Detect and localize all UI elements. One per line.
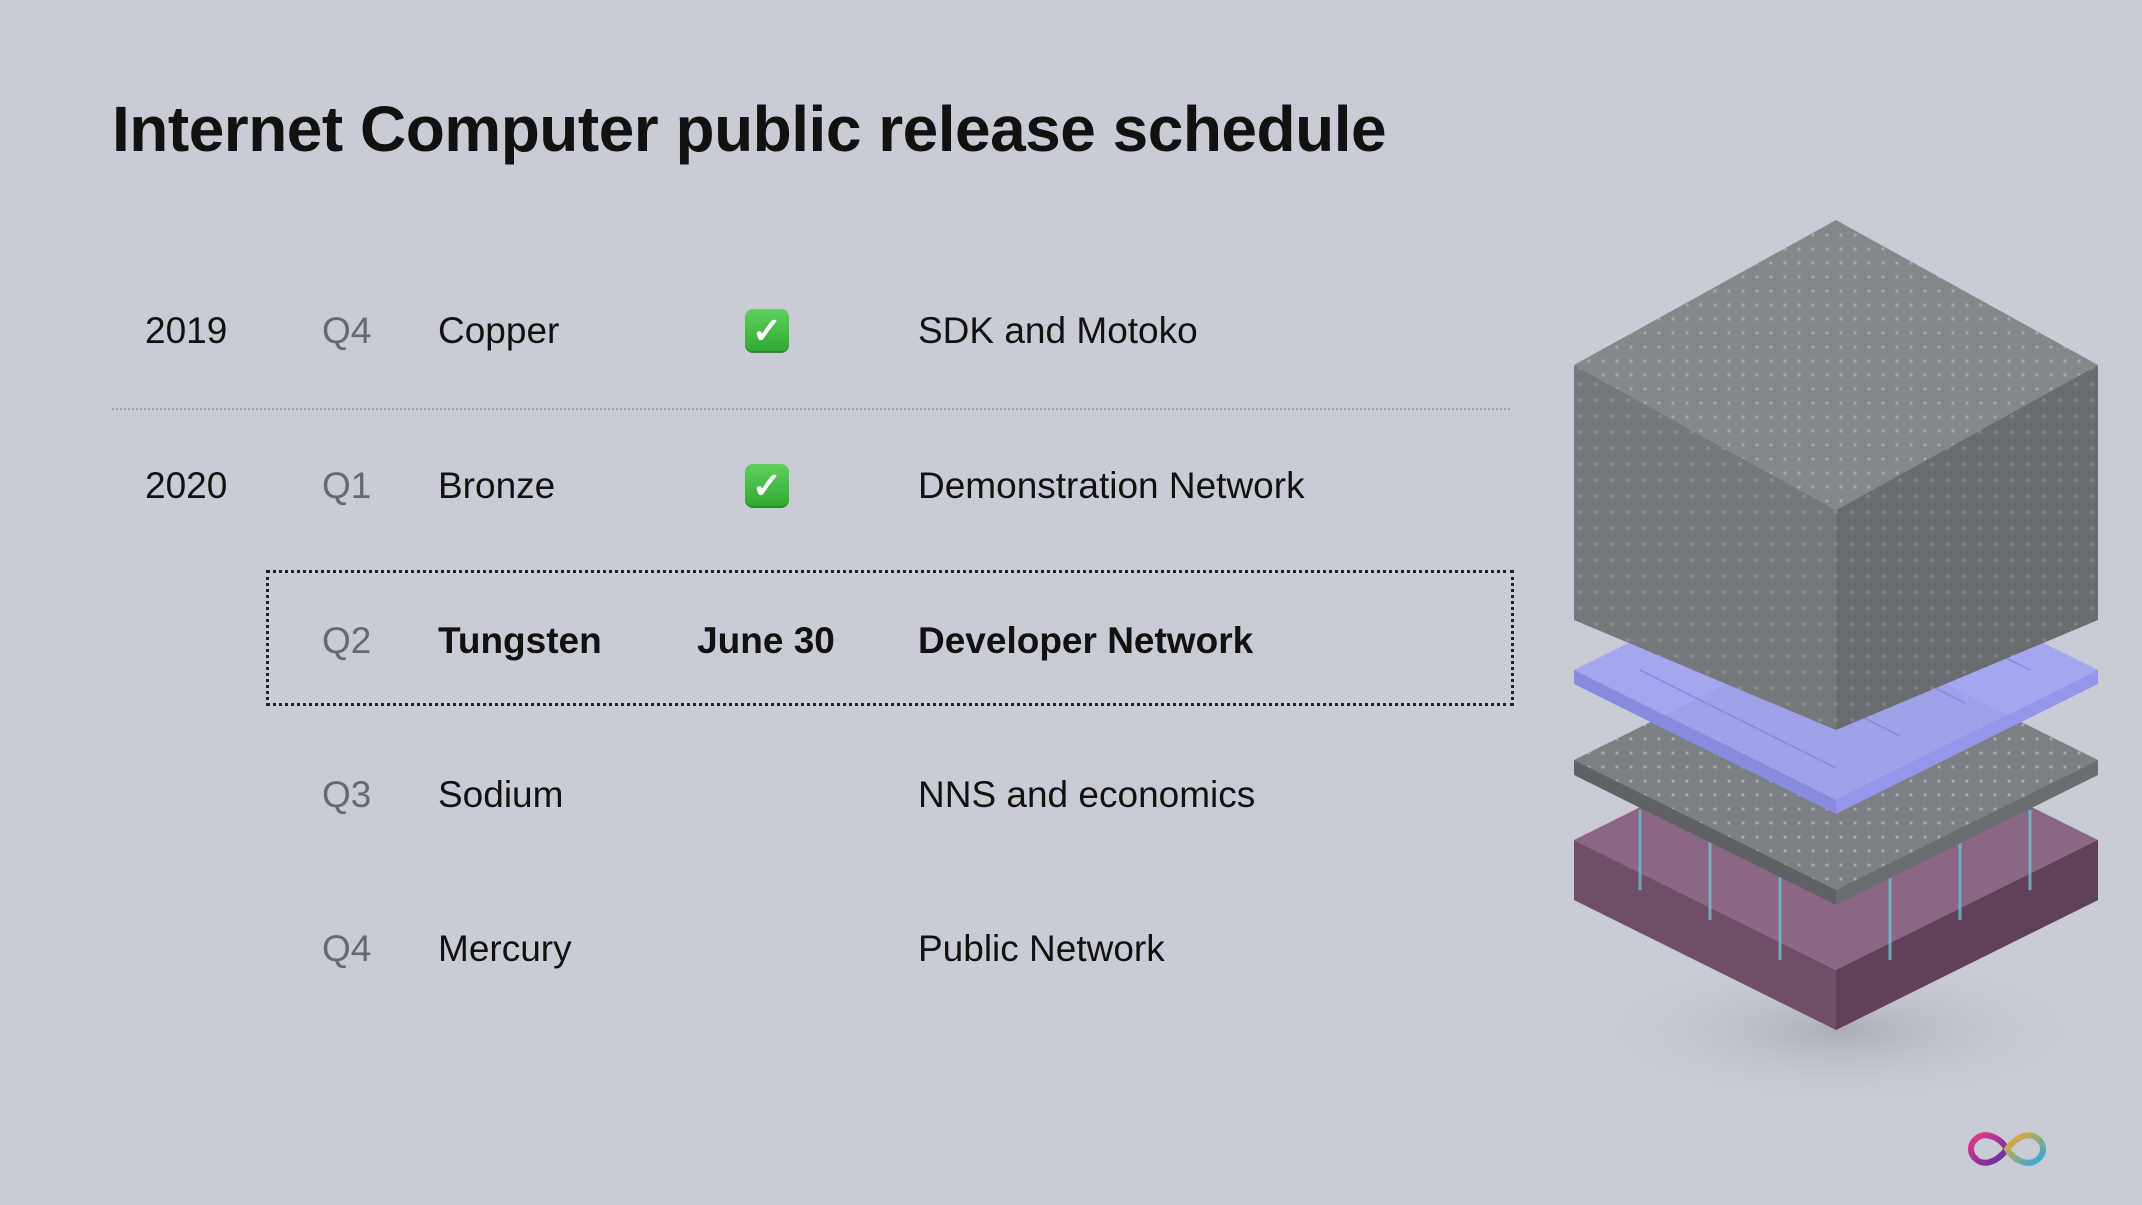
schedule-row-highlighted: Q2 Tungsten June 30 Developer Network xyxy=(0,596,1520,686)
layered-cube-icon xyxy=(1574,220,2100,1100)
row-release-name: Tungsten xyxy=(438,620,602,661)
row-quarter: Q2 xyxy=(322,620,372,661)
row-description: SDK and Motoko xyxy=(918,310,1198,351)
row-description: Demonstration Network xyxy=(918,465,1305,506)
row-release-name: Sodium xyxy=(438,774,564,815)
row-year: 2019 xyxy=(145,310,228,351)
infinity-logo-icon xyxy=(1968,1132,2046,1166)
schedule-row: Q3 Sodium NNS and economics xyxy=(0,750,1520,840)
check-box-icon: ✓ xyxy=(745,464,789,508)
highlight-box xyxy=(266,570,1514,706)
row-description: Public Network xyxy=(918,928,1165,969)
row-release-date: June 30 xyxy=(697,620,835,661)
check-box-icon: ✓ xyxy=(745,309,789,353)
schedule-row: 2019 Q4 Copper ✓ SDK and Motoko xyxy=(0,286,1520,376)
row-description: NNS and economics xyxy=(918,774,1256,815)
row-release-name: Copper xyxy=(438,310,560,351)
row-quarter: Q4 xyxy=(322,310,372,351)
row-quarter: Q4 xyxy=(322,928,372,969)
schedule-row: Q4 Mercury Public Network xyxy=(0,904,1520,994)
row-quarter: Q3 xyxy=(322,774,372,815)
row-year: 2020 xyxy=(145,465,228,506)
divider xyxy=(112,408,1510,410)
page-title: Internet Computer public release schedul… xyxy=(112,93,1387,165)
row-quarter: Q1 xyxy=(322,465,372,506)
row-release-name: Bronze xyxy=(438,465,556,506)
schedule-row: 2020 Q1 Bronze ✓ Demonstration Network xyxy=(0,441,1520,531)
row-release-name: Mercury xyxy=(438,928,572,969)
row-description: Developer Network xyxy=(918,620,1254,661)
